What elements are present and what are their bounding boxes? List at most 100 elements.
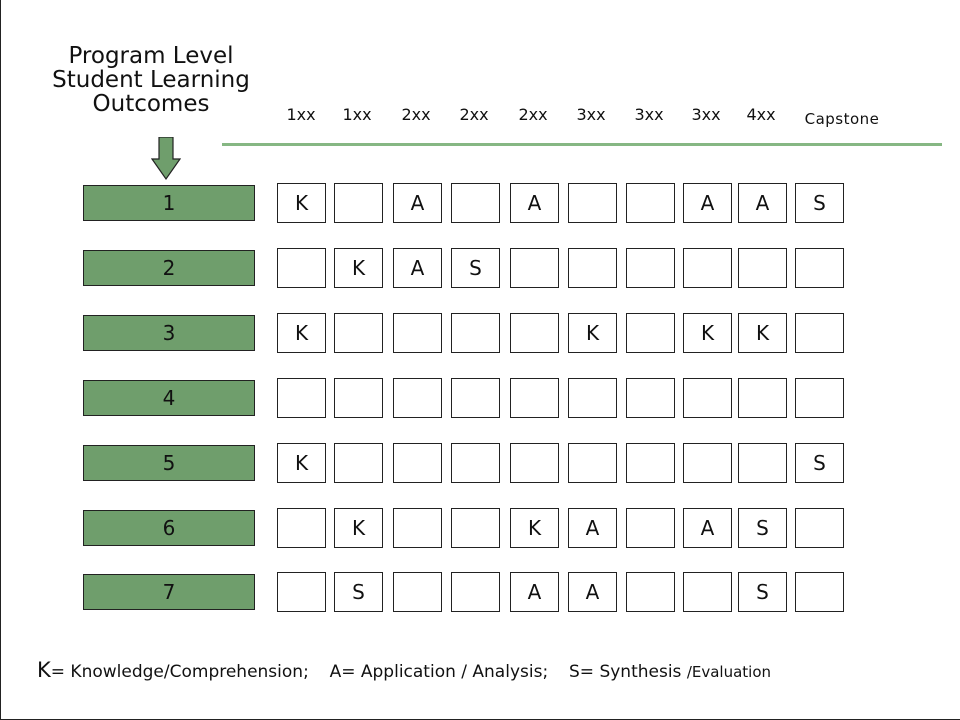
grid-cell: A [393, 248, 442, 288]
grid-cell: A [568, 572, 617, 612]
grid-cell [795, 313, 844, 353]
grid-cell [626, 183, 675, 223]
grid-cell: K [277, 443, 326, 483]
column-header: 3xx [576, 105, 606, 124]
grid-cell [393, 572, 442, 612]
header-divider [222, 143, 942, 146]
grid-cell: S [795, 443, 844, 483]
grid-cell [393, 313, 442, 353]
legend-s-text: S= Synthesis [569, 662, 682, 682]
outcome-label-6: 6 [83, 510, 255, 546]
grid-cell: A [738, 183, 787, 223]
grid-cell [393, 378, 442, 418]
grid-cell [568, 183, 617, 223]
grid-cell: K [277, 313, 326, 353]
grid-cell: S [451, 248, 500, 288]
grid-cell [510, 313, 559, 353]
column-header: Capstone [804, 110, 880, 128]
grid-cell: K [738, 313, 787, 353]
grid-cell: K [334, 508, 383, 548]
outcome-label-1: 1 [83, 185, 255, 221]
grid-cell: A [393, 183, 442, 223]
grid-cell [510, 378, 559, 418]
legend: K= Knowledge/Comprehension; A= Applicati… [37, 658, 771, 682]
grid-cell [451, 443, 500, 483]
legend-a-text: A= Application / Analysis; [329, 662, 549, 682]
column-header: 4xx [746, 105, 776, 124]
grid-cell [393, 443, 442, 483]
legend-k-key: K [37, 658, 51, 682]
grid-cell [568, 248, 617, 288]
grid-cell [795, 508, 844, 548]
grid-cell: S [795, 183, 844, 223]
legend-s-tail: /Evaluation [686, 663, 772, 681]
grid-cell [626, 248, 675, 288]
grid-cell: K [334, 248, 383, 288]
grid-cell [795, 248, 844, 288]
grid-cell [626, 572, 675, 612]
grid-cell: A [510, 183, 559, 223]
grid-cell [277, 508, 326, 548]
grid-cell [393, 508, 442, 548]
outcome-label-4: 4 [83, 380, 255, 416]
grid-cell: A [683, 183, 732, 223]
grid-cell: S [738, 572, 787, 612]
outcome-label-7: 7 [83, 574, 255, 610]
column-header: 3xx [634, 105, 664, 124]
grid-cell [451, 508, 500, 548]
grid-cell [626, 443, 675, 483]
grid-cell: K [277, 183, 326, 223]
column-header: 3xx [691, 105, 721, 124]
outcome-label-5: 5 [83, 445, 255, 481]
grid-cell [738, 378, 787, 418]
column-header: 2xx [518, 105, 548, 124]
grid-cell [626, 378, 675, 418]
column-header: 1xx [286, 105, 316, 124]
grid-cell: K [568, 313, 617, 353]
grid-cell [510, 443, 559, 483]
grid-cell [334, 313, 383, 353]
grid-cell [334, 378, 383, 418]
outcome-label-2: 2 [83, 250, 255, 286]
grid-cell [277, 378, 326, 418]
legend-k-text: = Knowledge/Comprehension; [50, 662, 309, 682]
grid-cell [334, 443, 383, 483]
grid-cell [738, 248, 787, 288]
grid-cell: S [334, 572, 383, 612]
grid-cell [277, 572, 326, 612]
grid-cell [451, 378, 500, 418]
grid-cell: K [510, 508, 559, 548]
column-header: 2xx [401, 105, 431, 124]
grid-cell [626, 313, 675, 353]
grid-cell [626, 508, 675, 548]
grid-cell [683, 572, 732, 612]
grid-cell: A [683, 508, 732, 548]
grid-cell [510, 248, 559, 288]
grid-cell [795, 378, 844, 418]
grid-cell [451, 313, 500, 353]
grid-cell [568, 378, 617, 418]
grid-cell: S [738, 508, 787, 548]
column-header: 1xx [342, 105, 372, 124]
grid-cell [277, 248, 326, 288]
title-line-1: Program Level [68, 43, 234, 69]
grid-cell: A [568, 508, 617, 548]
column-header: 2xx [459, 105, 489, 124]
grid-cell [334, 183, 383, 223]
grid-cell: A [510, 572, 559, 612]
grid-cell [568, 443, 617, 483]
grid-cell [683, 378, 732, 418]
grid-cell [738, 443, 787, 483]
grid-cell [795, 572, 844, 612]
title-line-2: Student Learning [52, 67, 250, 93]
grid-cell: K [683, 313, 732, 353]
grid-cell [451, 572, 500, 612]
outcome-label-3: 3 [83, 315, 255, 351]
page-title: Program Level Student Learning Outcomes [21, 44, 281, 116]
title-line-3: Outcomes [92, 91, 210, 117]
down-arrow-icon [151, 137, 181, 181]
grid-cell [683, 248, 732, 288]
grid-cell [451, 183, 500, 223]
grid-cell [683, 443, 732, 483]
